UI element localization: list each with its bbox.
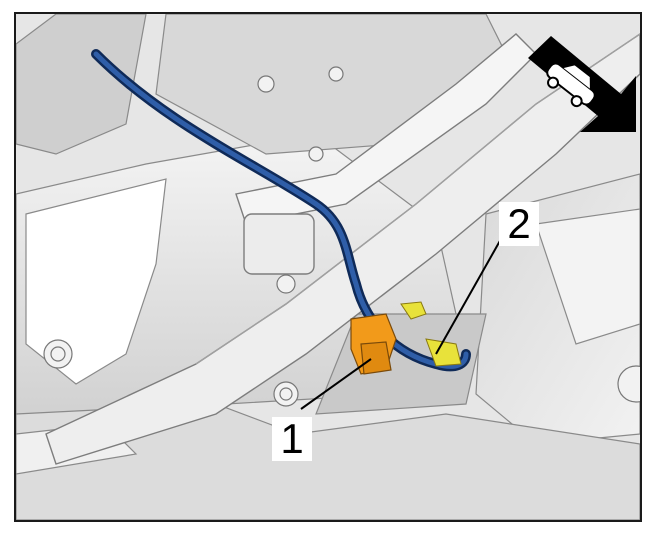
vehicle-front-direction-arrow-icon xyxy=(528,36,636,132)
callout-label-2: 2 xyxy=(499,202,539,246)
bolts xyxy=(43,66,640,407)
orange-connector xyxy=(350,313,397,375)
component-illustration xyxy=(16,14,640,520)
upper-member xyxy=(235,33,537,275)
leader-line-1 xyxy=(300,358,372,410)
yellow-clip xyxy=(400,301,462,367)
leader-line-2 xyxy=(435,238,502,355)
illustration-frame: 1 2 xyxy=(14,12,642,522)
callout-label-1: 1 xyxy=(272,417,312,461)
